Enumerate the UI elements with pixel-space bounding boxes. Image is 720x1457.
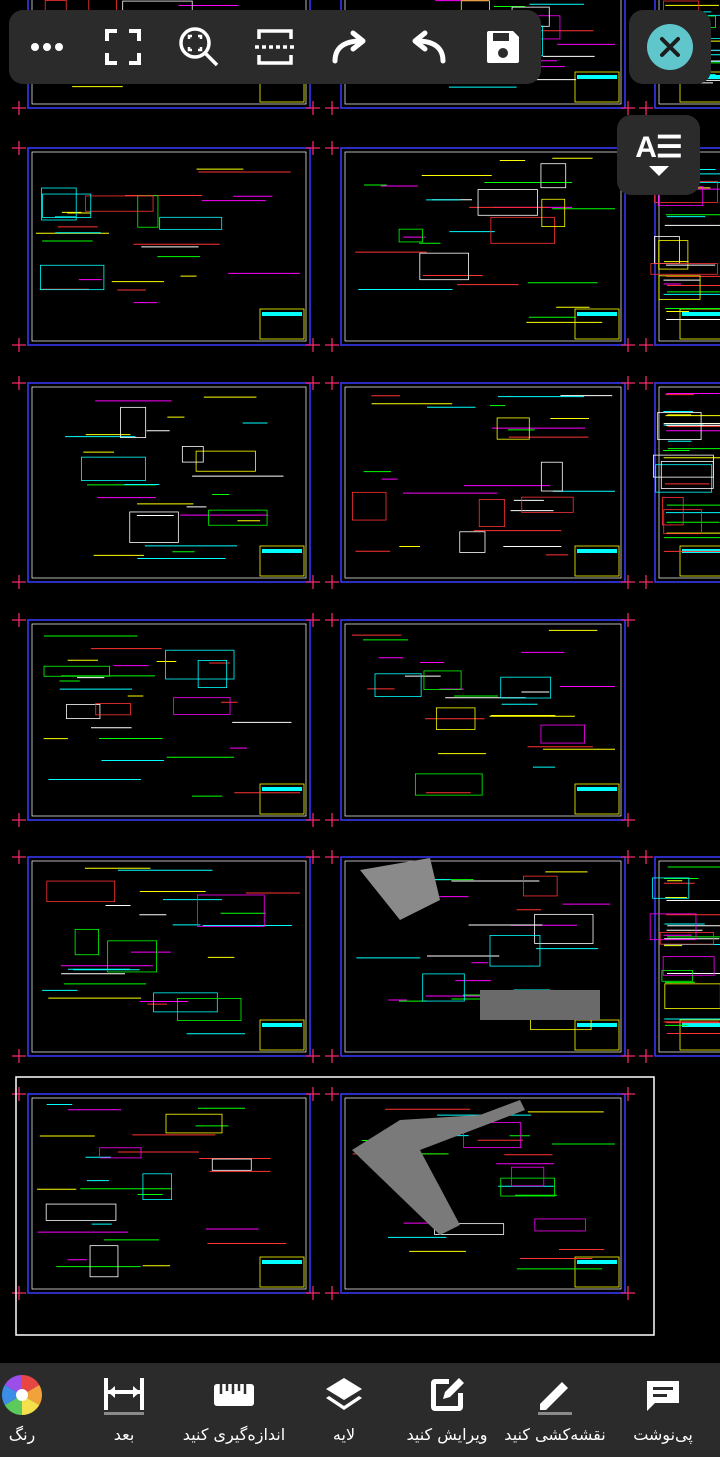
- measure-button[interactable]: اندازه‌گیری کنید: [176, 1363, 292, 1457]
- fullscreen-button[interactable]: [95, 19, 151, 75]
- close-button[interactable]: [647, 24, 693, 70]
- pencil-icon: [538, 1382, 572, 1415]
- drawing-sheet[interactable]: [27, 619, 311, 821]
- split-icon: [255, 29, 295, 65]
- drawing-sheet[interactable]: [340, 147, 626, 346]
- drawing-sheet[interactable]: [27, 382, 311, 583]
- draw-button[interactable]: نقشه‌کشی کنید: [500, 1363, 610, 1457]
- more-icon: [31, 43, 63, 51]
- redo-button[interactable]: [323, 19, 379, 75]
- dimension-icon: [104, 1378, 144, 1415]
- text-visibility-toggle[interactable]: A☰: [617, 115, 700, 195]
- comment-icon: [647, 1381, 679, 1411]
- save-button[interactable]: [475, 19, 531, 75]
- drawing-sheet[interactable]: [340, 619, 626, 821]
- layers-icon: [326, 1378, 362, 1410]
- color-wheel-icon: [2, 1375, 42, 1415]
- drawing-canvas[interactable]: [0, 0, 720, 1360]
- fullscreen-icon: [105, 29, 141, 65]
- zoom-window-button[interactable]: [171, 19, 227, 75]
- draw-label: نقشه‌کشی کنید: [504, 1425, 606, 1444]
- drawing-sheet[interactable]: [27, 1093, 311, 1294]
- edit-label: ویرایش کنید: [406, 1425, 488, 1444]
- more-button[interactable]: [19, 19, 75, 75]
- split-button[interactable]: [247, 19, 303, 75]
- undo-button[interactable]: [399, 19, 455, 75]
- selection-frame: [15, 1076, 655, 1336]
- drawing-sheet[interactable]: [340, 1093, 626, 1294]
- edit-icon: [431, 1378, 464, 1411]
- save-icon: [487, 31, 519, 63]
- redo-icon: [332, 30, 366, 64]
- close-icon: [660, 37, 680, 57]
- ruler-icon: [214, 1384, 254, 1406]
- drawing-sheet[interactable]: [27, 856, 311, 1057]
- top-toolbar: [9, 10, 541, 84]
- drawing-sheet[interactable]: [654, 856, 720, 1057]
- layer-label: لایه: [332, 1425, 356, 1444]
- note-label: پی‌نوشت: [633, 1425, 693, 1444]
- drawing-sheet[interactable]: [27, 147, 311, 346]
- text-toggle-label: A☰: [635, 131, 683, 164]
- drawing-sheet[interactable]: [340, 382, 626, 583]
- zoom-window-icon: [179, 27, 219, 67]
- undo-icon: [412, 30, 446, 64]
- drawing-sheet[interactable]: [654, 382, 720, 583]
- drawing-sheet[interactable]: [340, 856, 626, 1057]
- chevron-down-icon: [648, 166, 669, 176]
- edit-button[interactable]: ویرایش کنید: [398, 1363, 496, 1457]
- dimension-button[interactable]: بعد: [94, 1363, 154, 1457]
- bottom-toolbar: پی‌نوشت نقشه‌کشی کنید ویرایش کنید لایه ا…: [0, 1363, 720, 1457]
- color-label: رنگ: [8, 1425, 36, 1444]
- layer-button[interactable]: لایه: [305, 1363, 383, 1457]
- measure-label: اندازه‌گیری کنید: [182, 1425, 286, 1444]
- close-panel: [629, 10, 711, 84]
- dimension-label: بعد: [113, 1425, 135, 1444]
- color-button[interactable]: رنگ: [0, 1363, 44, 1457]
- note-button[interactable]: پی‌نوشت: [624, 1363, 702, 1457]
